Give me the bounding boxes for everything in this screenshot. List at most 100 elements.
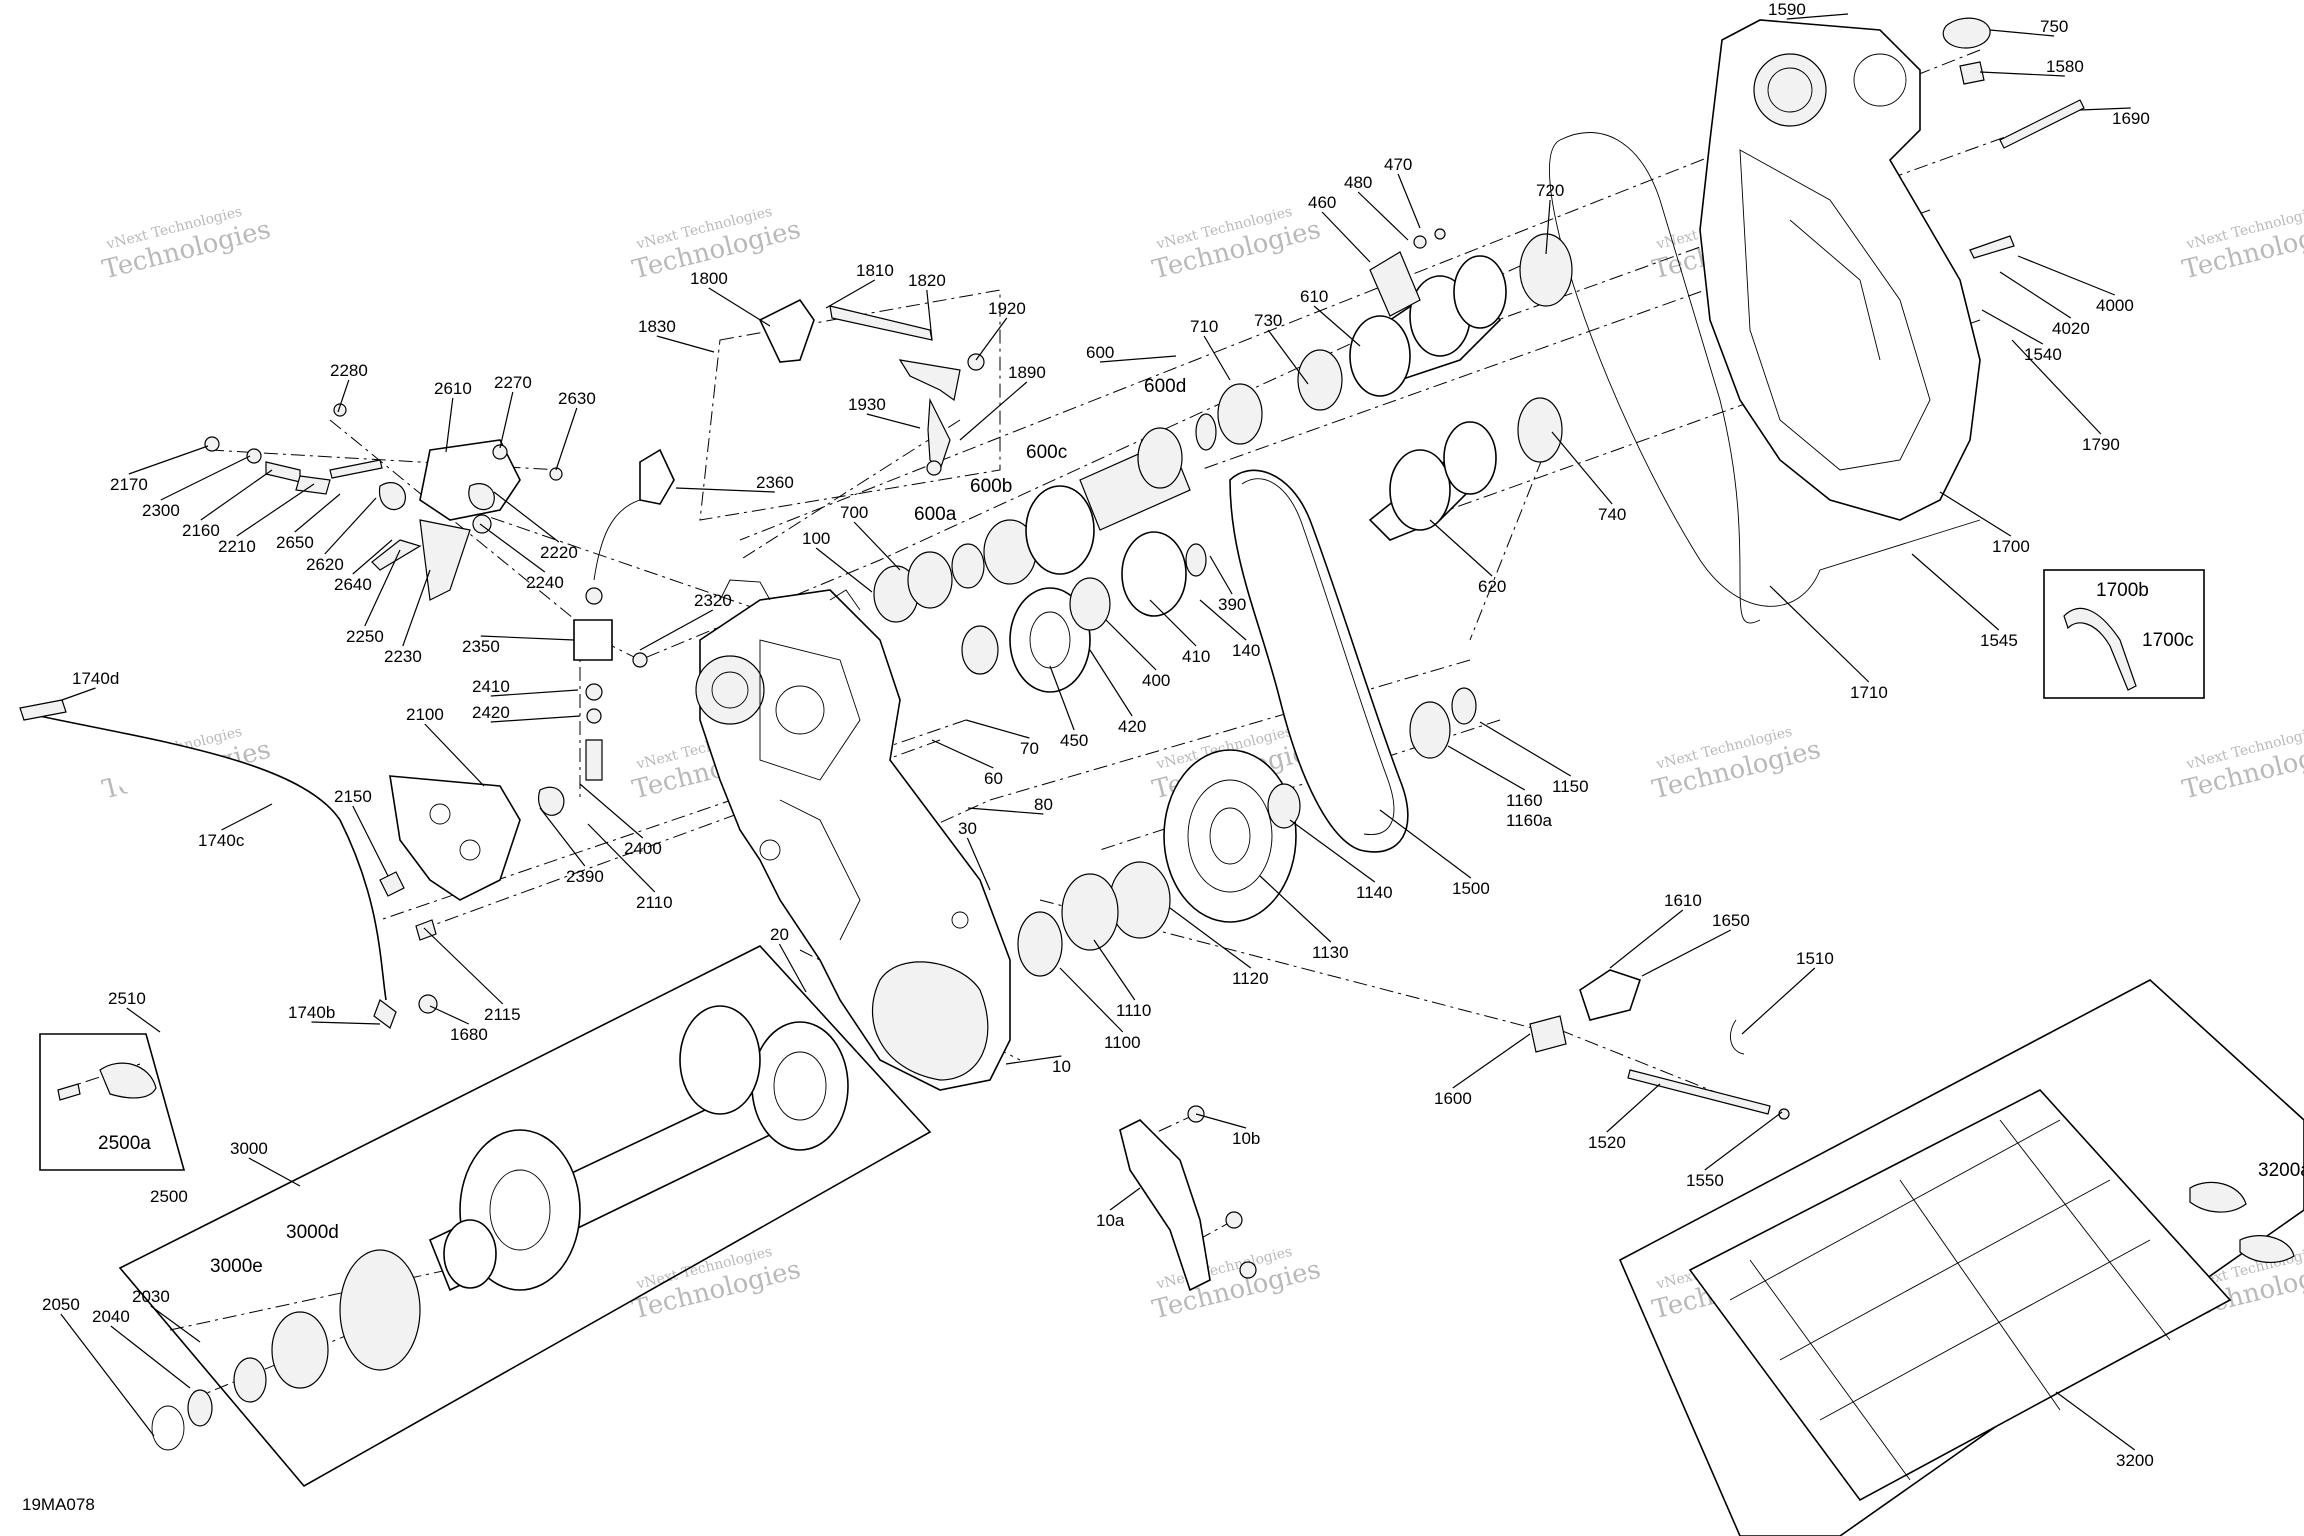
breather-hose-1740 xyxy=(19,699,438,1029)
callout-720: 720 xyxy=(1536,181,1564,200)
leader-line-1510 xyxy=(1741,967,1816,1035)
callout-470: 470 xyxy=(1384,155,1412,174)
callout-10b: 10b xyxy=(1232,1129,1260,1148)
callout-1120: 1120 xyxy=(1232,969,1269,988)
callout-2510: 2510 xyxy=(108,989,146,1008)
leader-line-1500 xyxy=(1379,809,1472,879)
leader-line-4000 xyxy=(2017,255,2116,296)
callout-2050: 2050 xyxy=(42,1295,80,1314)
gearbox-cover-right xyxy=(1549,17,2085,624)
callout-1600: 1600 xyxy=(1434,1089,1472,1108)
callout-1920: 1920 xyxy=(988,299,1026,318)
callout-2320: 2320 xyxy=(694,591,732,610)
callout-30: 30 xyxy=(958,819,977,838)
leader-line-1600 xyxy=(1452,1033,1531,1089)
leader-line-30 xyxy=(966,837,991,891)
gearbox-housing-left xyxy=(695,579,1011,1091)
leader-line-20 xyxy=(778,943,807,993)
leader-line-2610 xyxy=(445,397,454,453)
leader-line-2230 xyxy=(402,569,431,647)
callout-1550: 1550 xyxy=(1686,1171,1724,1190)
leader-line-1610 xyxy=(1609,909,1684,969)
callout-2410: 2410 xyxy=(472,677,510,696)
leader-line-2280 xyxy=(337,379,350,413)
callout-1710: 1710 xyxy=(1850,683,1888,702)
leader-line-2050 xyxy=(60,1313,155,1437)
detail-box-2500 xyxy=(39,1033,186,1171)
leader-line-2640 xyxy=(352,539,393,575)
detail-box-1700 xyxy=(2043,569,2205,699)
leader-line-80 xyxy=(967,807,1044,815)
shift-linkage xyxy=(204,403,563,601)
callout-2500a: 2500a xyxy=(98,1133,151,1154)
leader-line-470 xyxy=(1397,173,1421,229)
callout-140: 140 xyxy=(1232,641,1260,660)
callout-1740b: 1740b xyxy=(288,1003,335,1022)
callout-3000: 3000 xyxy=(230,1139,268,1158)
callout-2300: 2300 xyxy=(142,501,180,520)
callout-730: 730 xyxy=(1254,311,1282,330)
leader-line-1120 xyxy=(1169,907,1252,969)
leader-line-2410 xyxy=(490,689,579,697)
drive-axle-3000 xyxy=(118,945,932,1488)
callout-410: 410 xyxy=(1182,647,1210,666)
leader-line-1700 xyxy=(1939,491,2012,537)
callout-60: 60 xyxy=(984,769,1003,788)
callout-600c: 600c xyxy=(1026,442,1067,463)
callout-1810: 1810 xyxy=(856,261,894,280)
leader-line-1520 xyxy=(1606,1083,1661,1133)
leader-line-2210 xyxy=(236,483,315,537)
leader-line-2400 xyxy=(579,783,644,839)
callout-1160: 1160 xyxy=(1506,791,1543,810)
callout-1610: 1610 xyxy=(1664,891,1702,910)
callout-2230: 2230 xyxy=(384,647,422,666)
leader-line-140 xyxy=(1199,599,1247,641)
callout-600: 600 xyxy=(1086,343,1114,362)
callout-10: 10 xyxy=(1052,1057,1071,1076)
callout-1930: 1930 xyxy=(848,395,886,414)
leader-line-750 xyxy=(1989,29,2055,37)
callout-labels: 1590750158016904704804607204000402015401… xyxy=(42,0,2154,1470)
callout-2640: 2640 xyxy=(334,575,372,594)
callout-3000d: 3000d xyxy=(286,1222,339,1243)
callout-460: 460 xyxy=(1308,193,1336,212)
leader-line-2150 xyxy=(352,805,389,877)
callout-1700: 1700 xyxy=(1992,537,2030,556)
callout-1580: 1580 xyxy=(2046,57,2084,76)
leader-line-2110 xyxy=(587,823,656,893)
callout-leaders xyxy=(60,13,2136,1451)
callout-3200: 3200 xyxy=(2116,1451,2154,1470)
callout-2030: 2030 xyxy=(132,1287,170,1306)
callout-620: 620 xyxy=(1478,577,1506,596)
leader-line-1710 xyxy=(1769,585,1870,683)
callout-480: 480 xyxy=(1344,173,1372,192)
leader-line-730 xyxy=(1267,329,1309,385)
callout-2350: 2350 xyxy=(462,637,500,656)
leader-line-1110 xyxy=(1093,939,1136,1001)
leader-line-1650 xyxy=(1641,929,1732,977)
callout-1110: 1110 xyxy=(1116,1001,1151,1020)
callout-1520: 1520 xyxy=(1588,1133,1626,1152)
callout-2170: 2170 xyxy=(110,475,148,494)
leader-line-2115 xyxy=(423,927,504,1005)
leader-line-1740c xyxy=(221,803,273,831)
leader-line-1550 xyxy=(1704,1111,1783,1171)
callout-1590: 1590 xyxy=(1768,0,1806,19)
leader-line-2270 xyxy=(499,391,514,449)
callout-2360: 2360 xyxy=(756,473,794,492)
leader-line-2160 xyxy=(200,469,273,521)
leader-line-390 xyxy=(1209,555,1233,595)
callout-1540: 1540 xyxy=(2024,345,2062,364)
leader-line-100 xyxy=(815,547,873,593)
callout-4000: 4000 xyxy=(2096,296,2134,315)
callout-100: 100 xyxy=(802,529,830,548)
leader-line-10b xyxy=(1195,1113,1247,1129)
leader-line-60 xyxy=(931,739,994,769)
gear-train xyxy=(873,228,1573,977)
callout-740: 740 xyxy=(1598,505,1626,524)
selector-linkage-2350 xyxy=(573,448,675,781)
callout-70: 70 xyxy=(1020,739,1039,758)
callout-1140: 1140 xyxy=(1356,883,1393,902)
callout-390: 390 xyxy=(1218,595,1246,614)
